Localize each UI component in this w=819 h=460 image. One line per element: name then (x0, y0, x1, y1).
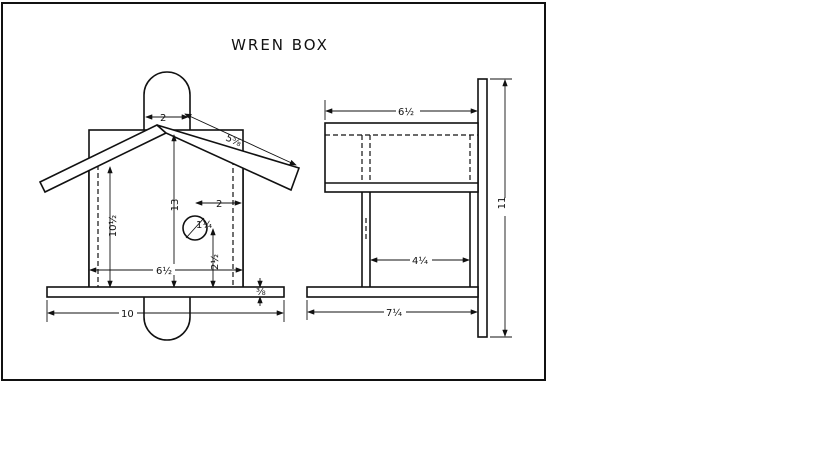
drawing-title: WREN BOX (231, 36, 329, 54)
roof-depth-label: 6½ (398, 106, 414, 118)
back-board (477, 78, 488, 338)
entrance-hole (182, 215, 208, 241)
side-base (306, 286, 479, 298)
inner-width-label: 6½ (156, 265, 172, 277)
side-height-label: 10½ (107, 214, 119, 237)
side-view: 6½ 4¼ 7¼ 11 (306, 78, 512, 338)
hole-diameter-label: 1¼ (196, 219, 212, 231)
hole-offset-label: 2 (216, 199, 222, 210)
hanger-width-label: 2 (160, 113, 166, 124)
inner-depth-label: 4¼ (412, 255, 428, 267)
top-hanger (143, 71, 191, 141)
center-height-label: 13 (170, 199, 181, 212)
drawing-frame (1, 2, 546, 381)
hole-height-label: 2½ (209, 254, 221, 270)
base-depth-label: 7¼ (386, 307, 402, 319)
roof-block (324, 122, 479, 193)
front-view: 1¼ 2 5⅝ 10½ 13 2 2½ 6½ ⅜ 10 (38, 71, 301, 341)
base-thickness-label: ⅜ (256, 287, 266, 298)
base-length-label: 10 (121, 309, 134, 320)
base-board (46, 286, 285, 298)
back-height-label: 11 (497, 197, 508, 210)
bottom-hanger (143, 297, 191, 341)
